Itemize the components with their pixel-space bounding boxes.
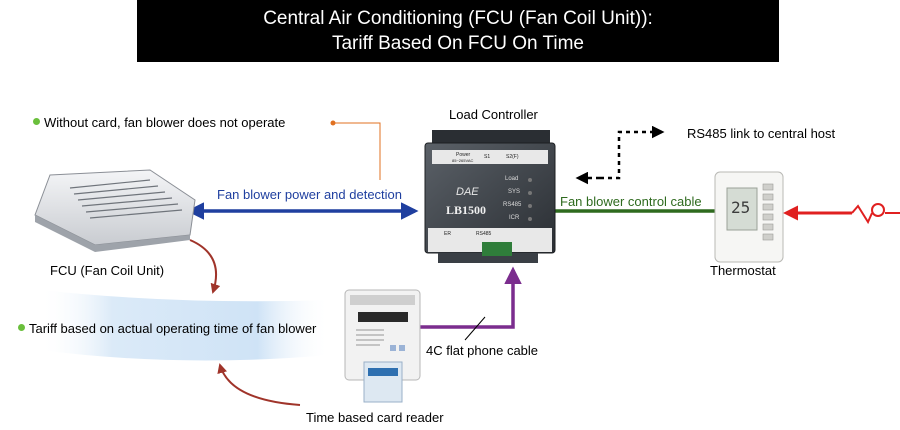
phone-cable-leader [464,316,486,341]
led-icr-label: ICR [509,215,520,221]
bullet-icon [18,324,25,331]
flow-arrow-up [217,363,301,406]
er-label: ER [444,231,451,237]
power-label: Power [456,152,471,158]
led-rs485-label: RS485 [503,202,522,208]
phone-cable [420,266,522,329]
card-reader [344,289,421,403]
led-load-label: Load [505,176,519,182]
power-sub-label: 85~265VAC [452,158,474,163]
rs485-link [600,125,665,180]
fan-control-label: Fan blower control cable [560,194,702,209]
model-label: LB1500 [446,203,487,217]
flow-arrow-down [189,239,221,294]
phone-cable-label: 4C flat phone cable [426,343,539,358]
fan-power-label: Fan blower power and detection [217,187,403,202]
port-label: RS485 [476,231,492,237]
s1-label: S1 [484,154,491,160]
title-line-1: Central Air Conditioning (FCU (Fan Coil … [263,8,653,29]
title-banner: Central Air Conditioning (FCU (Fan Coil … [137,0,779,62]
title-line-2: Tariff Based On FCU On Time [331,33,584,54]
led-sys-label: SYS [508,189,521,195]
fcu-unit [34,169,196,252]
note-tariff: Tariff based on actual operating time of… [29,321,317,336]
note-without-card: Without card, fan blower does not operat… [44,115,286,130]
thermostat-label: Thermostat [710,263,776,278]
bullet-icon [33,118,40,125]
card-reader-label: Time based card reader [306,410,444,425]
thermostat-display: 25 [731,198,751,217]
load-controller-label: Load Controller [449,107,538,122]
s2-label: S2(F) [506,154,519,160]
fcu-label: FCU (Fan Coil Unit) [50,263,165,278]
brand-logo: DAE [456,186,479,198]
note-leader [333,122,381,180]
tariff-band [40,290,330,361]
load-controller [424,130,556,263]
rs485-label: RS485 link to central host [687,126,836,141]
thermostat [714,171,784,263]
